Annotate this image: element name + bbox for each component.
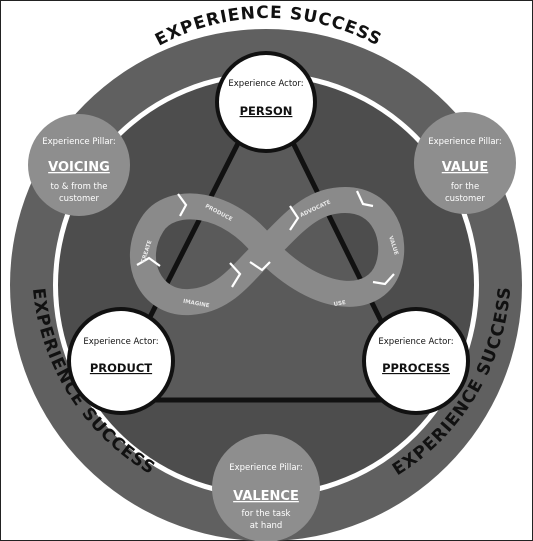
actor-product-name: PRODUCT <box>90 361 152 375</box>
pillar-valence-line1: for the task <box>242 509 291 519</box>
pillar-value-name: VALUE <box>442 160 489 175</box>
pillar-voicing-line1: to & from the <box>51 182 108 192</box>
actor-process: Experience Actor: PPROCESS <box>362 307 470 415</box>
actor-process-heading: Experience Actor: <box>378 337 453 347</box>
actor-process-name: PPROCESS <box>382 361 450 375</box>
pillar-value-line1: for the <box>451 182 479 192</box>
actor-person-name: PERSON <box>240 104 293 118</box>
actor-product-heading: Experience Actor: <box>83 337 158 347</box>
actor-person: Experience Actor: PERSON <box>215 51 317 153</box>
pillar-voicing: Experience Pillar: VOICING to & from the… <box>28 114 130 216</box>
infinity-loop: PRODUCE CREATE IMAGINE ADVOCATE VALUE US… <box>130 187 405 316</box>
pillar-valence-heading: Experience Pillar: <box>229 463 303 473</box>
pillar-valence-name: VALENCE <box>233 489 299 504</box>
pillar-valence-line2: at hand <box>250 521 283 531</box>
loop-label-imagine: IMAGINE <box>183 299 211 310</box>
actor-product: Experience Actor: PRODUCT <box>67 307 175 415</box>
pillar-value-heading: Experience Pillar: <box>428 137 502 147</box>
loop-label-use: USE <box>333 300 346 308</box>
loop-label-value: VALUE <box>387 235 399 256</box>
pillar-voicing-heading: Experience Pillar: <box>42 137 116 147</box>
pillar-value-line2: customer <box>445 194 486 204</box>
pillar-valence: Experience Pillar: VALENCE for the task … <box>212 434 320 541</box>
pillar-voicing-line2: customer <box>59 194 100 204</box>
actor-person-heading: Experience Actor: <box>228 79 303 89</box>
pillar-value: Experience Pillar: VALUE for the custome… <box>414 112 516 214</box>
pillar-voicing-name: VOICING <box>48 160 110 175</box>
